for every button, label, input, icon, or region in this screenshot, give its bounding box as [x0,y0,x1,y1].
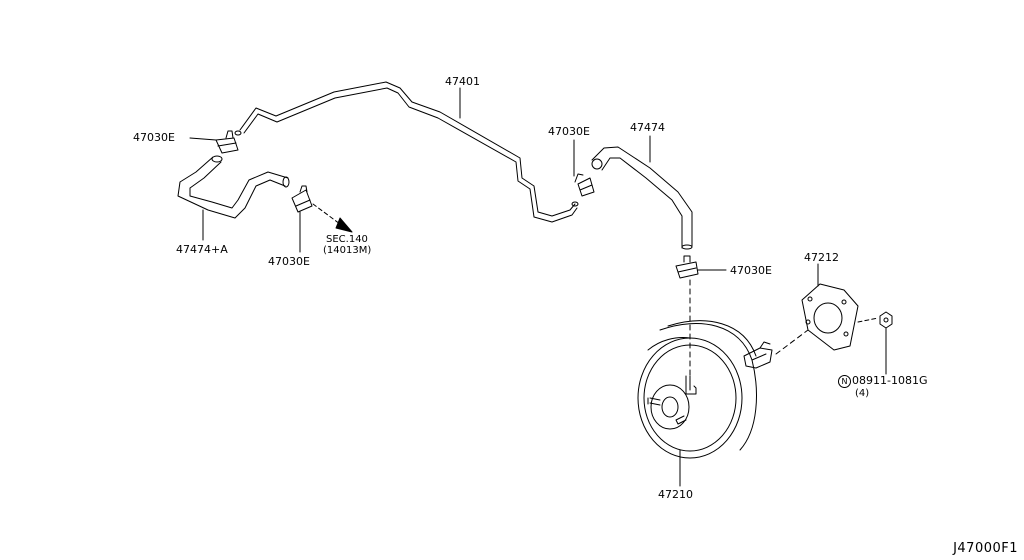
nut-08911-1081g [879,311,893,329]
label-clamp-right: 47030E [730,264,772,277]
label-pipe-47401: 47401 [445,75,480,88]
hose-47474 [591,146,693,250]
brake-booster-47210 [637,320,773,459]
label-clamp-middle: 47030E [548,125,590,138]
label-gasket-47212: 47212 [804,251,839,264]
label-clamp-top-left: 47030E [133,131,175,144]
clamp-47030e-bottom-left [291,185,313,213]
n-circle-icon: N [838,375,851,388]
dashed-guide-line-gasket [775,329,809,355]
label-clamp-bottom-left: 47030E [268,255,310,268]
clamp-47030e-middle [574,173,595,197]
label-hose-47474: 47474 [630,121,665,134]
label-hose-47474a: 47474+A [176,243,228,256]
section-reference-arrow [312,203,353,233]
clamp-47030e-right [675,255,699,279]
hose-47474a [177,155,290,219]
label-sec-ref-line2: (14013M) [323,245,372,256]
leader-lines [189,87,887,487]
dashed-guide-line-nut [857,317,879,323]
gasket-47212 [801,283,859,351]
vacuum-pipe-47401 [234,81,579,223]
nut-part-number: 08911-1081G [852,374,928,387]
label-nut-qty: (4) [855,388,870,399]
label-booster-47210: 47210 [658,488,693,501]
label-sec-ref-line1: SEC.140 [326,234,368,245]
clamp-47030e-top-left [215,130,239,154]
diagram-code: J47000F1 [953,541,1018,556]
